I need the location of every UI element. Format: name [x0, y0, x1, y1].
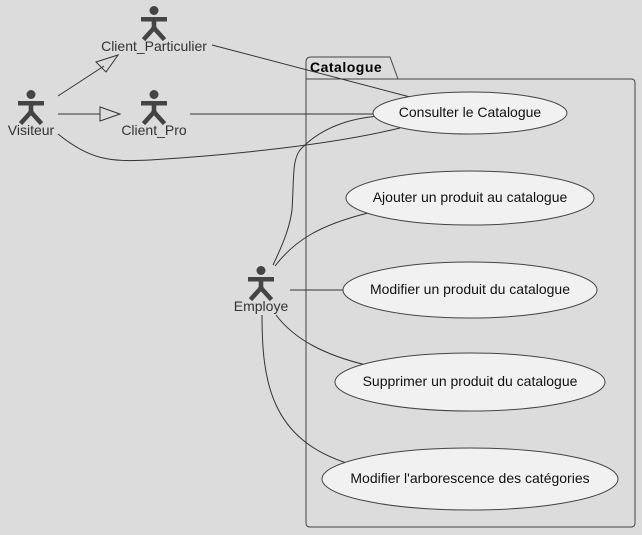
generalization-visiteur-particulier: [57, 54, 120, 97]
usecase-label: Supprimer un produit du catalogue: [363, 373, 578, 389]
actor-label: Employe: [234, 298, 289, 314]
actor-label: Client_Pro: [121, 122, 187, 138]
usecase-ajouter: Ajouter un produit au catalogue: [345, 170, 595, 226]
actor-employe: Employe: [234, 266, 289, 314]
association-particulier-consulter: [211, 44, 411, 98]
usecase-label: Consulter le Catalogue: [399, 104, 542, 120]
association-visiteur-consulter: [57, 127, 401, 162]
generalization-visiteur-pro: [58, 106, 122, 122]
usecase-arborescence: Modifier l'arborescence des catégories: [321, 447, 619, 511]
usecase-supprimer: Supprimer un produit du catalogue: [334, 352, 606, 412]
actor-icon: [248, 266, 274, 302]
actor-icon: [18, 90, 44, 126]
actor-icon: [141, 90, 167, 126]
usecase-modifier: Modifier un produit du catalogue: [342, 261, 598, 319]
actor-icon: [141, 6, 167, 42]
package-title: Catalogue: [310, 59, 382, 75]
association-employe-arborescence: [261, 314, 351, 465]
association-employe-supprimer: [275, 314, 367, 366]
association-employe-ajouter: [274, 212, 369, 267]
actor-label: Client_Particulier: [101, 38, 207, 54]
actor-client-particulier: Client_Particulier: [101, 6, 207, 54]
usecase-label: Modifier un produit du catalogue: [370, 281, 570, 297]
usecase-label: Modifier l'arborescence des catégories: [350, 470, 589, 486]
actor-label: Visiteur: [8, 122, 55, 138]
usecase-consulter: Consulter le Catalogue: [372, 91, 568, 135]
actor-client-pro: Client_Pro: [121, 90, 187, 138]
association-employe-consulter: [272, 115, 381, 266]
catalogue-package: Catalogue: [305, 56, 636, 528]
actor-visiteur: Visiteur: [8, 90, 55, 138]
usecase-label: Ajouter un produit au catalogue: [373, 189, 568, 205]
